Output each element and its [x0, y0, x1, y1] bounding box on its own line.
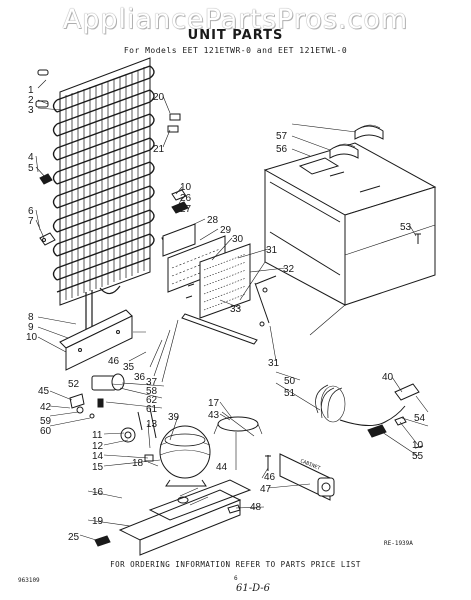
- callout-36: 36: [134, 372, 146, 383]
- callout-30: 30: [232, 234, 244, 245]
- cabinet-plate: [265, 453, 335, 501]
- callout-20: 20: [153, 92, 165, 103]
- callout-44: 44: [216, 462, 228, 473]
- compressor: [120, 407, 211, 487]
- callout-7: 7: [28, 216, 34, 227]
- frame-rails: [59, 309, 258, 371]
- callout-6: 6: [28, 206, 34, 217]
- unit-compartment-box: [239, 142, 437, 336]
- callout-leaders: [35, 79, 429, 541]
- callout-35: 35: [123, 362, 135, 373]
- condenser-coil: [52, 57, 155, 330]
- callout-10: 10: [26, 332, 38, 343]
- callout-10: 10: [180, 182, 192, 193]
- grommets: [329, 124, 421, 244]
- callout-15: 15: [92, 462, 104, 473]
- callout-1: 1: [28, 85, 34, 96]
- callout-62: 62: [146, 395, 158, 406]
- callout-11: 11: [92, 430, 103, 441]
- callout-13: 13: [146, 419, 158, 430]
- ordering-note: FOR ORDERING INFORMATION REFER TO PARTS …: [110, 560, 361, 569]
- callout-45: 45: [38, 386, 50, 397]
- callout-56: 56: [276, 144, 288, 155]
- callout-9: 9: [28, 322, 34, 333]
- fan-motor: [213, 411, 263, 437]
- callout-3: 3: [28, 105, 34, 116]
- callout-40: 40: [382, 372, 394, 383]
- callout-28: 28: [207, 215, 219, 226]
- callout-31: 31: [268, 358, 280, 369]
- callout-21: 21: [153, 144, 165, 155]
- coil-brackets: [161, 113, 189, 243]
- callout-39: 39: [168, 412, 180, 423]
- callout-29: 29: [220, 225, 232, 236]
- callout-47: 47: [260, 484, 272, 495]
- callout-10: 10: [412, 440, 424, 451]
- model-numbers: For Models EET 121ETWR-0 and EET 121ETWL…: [123, 46, 348, 55]
- callout-labels: 1 2 3 4 5 6 7 8 9 10 10 10 11 12 13 14 1…: [26, 85, 426, 543]
- callout-52: 52: [68, 379, 80, 390]
- handwritten-note: 61-D-6: [236, 583, 271, 594]
- callout-37: 37: [146, 377, 158, 388]
- reference-code: RE-1939A: [384, 540, 413, 547]
- callout-59: 59: [40, 416, 52, 427]
- power-cord: [315, 383, 424, 449]
- callout-5: 5: [28, 163, 34, 174]
- site-watermark: AppliancePartsPros.com: [62, 4, 409, 35]
- callout-54: 54: [414, 413, 426, 424]
- callout-46: 46: [264, 472, 276, 483]
- callout-16: 16: [92, 487, 104, 498]
- callout-33: 33: [230, 304, 242, 315]
- callout-4: 4: [28, 152, 34, 163]
- callout-46: 46: [108, 356, 120, 367]
- diagram-title: UNIT PARTS: [187, 28, 284, 43]
- callout-8: 8: [28, 312, 34, 323]
- callout-14: 14: [92, 451, 104, 462]
- callout-61: 61: [146, 404, 158, 415]
- callout-25: 25: [68, 532, 80, 543]
- callout-60: 60: [40, 426, 52, 437]
- mounting-brackets: [162, 223, 251, 319]
- callout-32: 32: [283, 264, 295, 275]
- callout-51: 51: [284, 388, 296, 399]
- base-skid: [94, 479, 252, 556]
- callout-17: 17: [208, 398, 220, 409]
- callout-42: 42: [40, 402, 52, 413]
- left-fasteners: [35, 69, 56, 246]
- callout-53: 53: [400, 222, 412, 233]
- callout-26: 26: [180, 193, 192, 204]
- relay-overload-assembly: [69, 373, 125, 419]
- page-mark: 6: [234, 575, 238, 582]
- callout-57: 57: [276, 131, 288, 142]
- callout-18: 18: [132, 458, 144, 469]
- callout-2: 2: [28, 95, 34, 106]
- callout-31: 31: [266, 245, 278, 256]
- callout-48: 48: [250, 502, 262, 513]
- callout-12: 12: [92, 441, 104, 452]
- callout-27: 27: [180, 204, 192, 215]
- callout-50: 50: [284, 376, 296, 387]
- callout-19: 19: [92, 516, 104, 527]
- callout-43: 43: [208, 410, 220, 421]
- callout-55: 55: [412, 451, 424, 462]
- document-number: 963109: [18, 577, 40, 584]
- callout-58: 58: [146, 386, 158, 397]
